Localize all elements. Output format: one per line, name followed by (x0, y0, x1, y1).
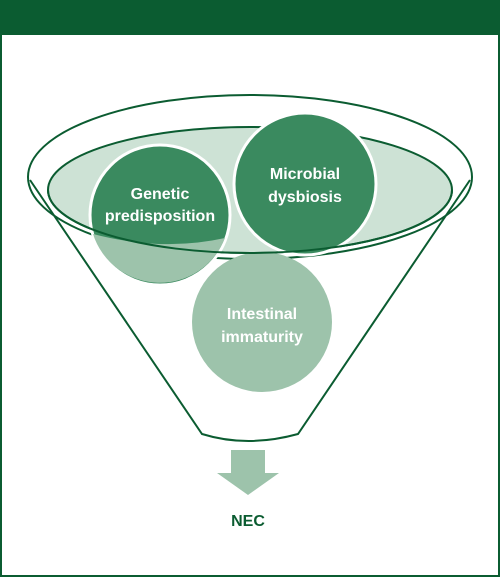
intestinal-label-line2: immaturity (221, 329, 303, 346)
down-arrow-icon (217, 450, 279, 495)
genetic-label-line2: predisposition (105, 208, 215, 225)
microbial-label-line1: Microbial (270, 166, 340, 183)
microbial-dysbiosis-circle (232, 111, 378, 257)
genetic-predisposition-lower (93, 234, 225, 283)
funnel-mouth-edge (47, 189, 453, 254)
intestinal-label-line1: Intestinal (227, 306, 297, 323)
outcome-label: NEC (231, 513, 265, 530)
intestinal-immaturity-circle (192, 252, 332, 392)
microbial-label-line2: dysbiosis (268, 189, 342, 206)
genetic-label-line1: Genetic (131, 186, 190, 203)
header-bar (2, 2, 498, 35)
